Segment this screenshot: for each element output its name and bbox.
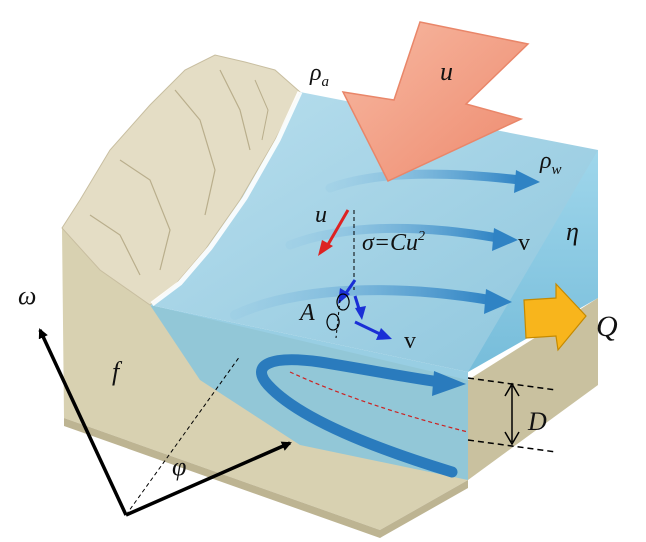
velocity-lower-label: v (404, 328, 416, 354)
return-flow-arrow (256, 354, 458, 478)
pycnocline-curve (289, 371, 469, 433)
angle-mark-1 (336, 293, 350, 311)
current-arrow-2 (285, 223, 503, 250)
ekman-arrow-3 (354, 320, 381, 336)
interface-bottom-line (467, 439, 557, 453)
stress-arrow (324, 209, 350, 249)
omega-label: ω (18, 281, 36, 310)
sediment-right-face (468, 298, 598, 480)
eta-label: η (566, 217, 579, 246)
wind-arrow (341, 21, 530, 182)
f-label: f (112, 357, 123, 386)
Q-label: Q (596, 310, 618, 343)
cliff-ridge-2 (174, 89, 216, 216)
current-arrow-3 (230, 285, 495, 320)
current-arrow-2-head (492, 228, 518, 251)
cliff-ridge-5 (254, 79, 269, 141)
velocity-upper-label: v (518, 230, 530, 256)
stress-arrow-head (318, 240, 333, 256)
angle-mark-2 (326, 313, 340, 331)
surf-line (150, 90, 303, 306)
wind-speed-label: u (440, 57, 453, 86)
cliff-ridge-4 (89, 214, 141, 276)
latitude-reference (125, 355, 241, 516)
surface-u-label: u (315, 202, 327, 228)
stress-formula-label: σ=Cu2 (362, 229, 425, 256)
D-label: D (527, 407, 547, 436)
depth-arrow-head-bottom (504, 431, 520, 446)
local-axis (125, 441, 292, 517)
flux-arrow (523, 282, 587, 352)
depth-arrow-head-top (504, 382, 520, 397)
ekman-arrow-2-head (355, 306, 366, 320)
spiral-axis (335, 299, 341, 339)
current-arrow-1-head (514, 170, 540, 193)
current-arrow-3-head (484, 289, 512, 314)
phi-label: φ (172, 452, 186, 481)
current-arrow-1 (325, 169, 525, 193)
omega-axis (38, 328, 128, 516)
rho-a-label: ρa (309, 60, 329, 90)
ekman-arrow-1-head (338, 288, 350, 304)
return-flow-arrow-head (432, 371, 466, 396)
ekman-arrow-3-head (376, 328, 392, 340)
cliff-ridge-3 (219, 69, 251, 151)
A-label: A (298, 300, 315, 326)
rho-w-label: ρw (539, 148, 562, 178)
water-front-face (150, 305, 468, 480)
cliff-ridge-1 (119, 159, 171, 271)
